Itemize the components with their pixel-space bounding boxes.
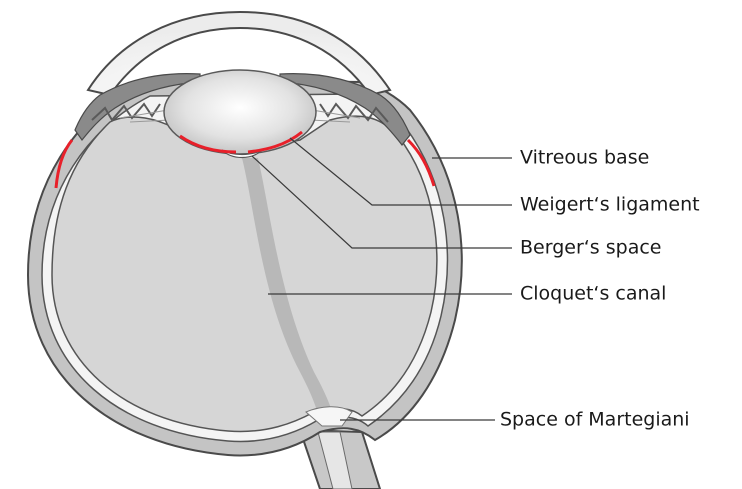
label-bergers-space: Berger‘s space [520, 237, 661, 259]
label-cloquets-canal: Cloquet‘s canal [520, 283, 666, 305]
label-vitreous-base: Vitreous base [520, 147, 649, 169]
label-weigerts-ligament: Weigert‘s ligament [520, 194, 700, 216]
label-space-of-martegiani: Space of Martegiani [500, 409, 690, 431]
